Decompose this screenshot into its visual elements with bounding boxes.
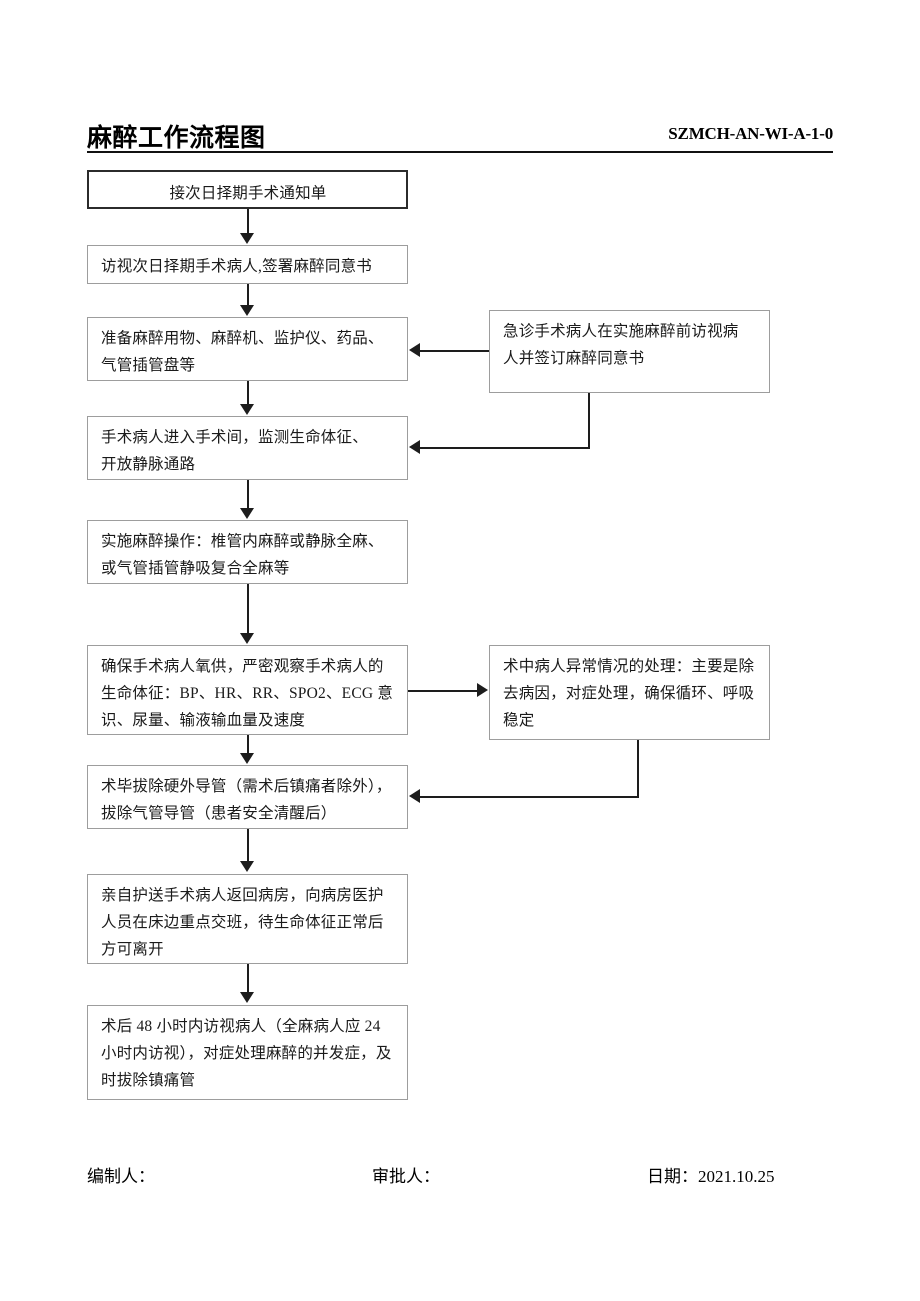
arrowhead-n8-n9 [240, 992, 254, 1003]
node-patient-enters-or: 手术病人进入手术间，监测生命体征、 开放静脉通路 [87, 416, 408, 480]
approved-by-label: 审批人： [372, 1167, 440, 1186]
document-code: SZMCH-AN-WI-A-1-0 [668, 124, 833, 143]
node-prepare-anesthesia-equipment: 准备麻醉用物、麻醉机、监护仪、药品、 气管插管盘等 [87, 317, 408, 381]
date-label: 日期：2021.10.25 [647, 1167, 775, 1186]
connector-intraop-to-catheters-vertical [637, 740, 639, 797]
connector-intraop-to-catheters-horizontal [420, 796, 639, 798]
connector-n8-n9 [247, 964, 249, 993]
node-intraop-abnormal-handling: 术中病人异常情况的处理：主要是除 去病因，对症处理，确保循环、呼吸 稳定 [489, 645, 770, 740]
node-perform-anesthesia: 实施麻醉操作：椎管内麻醉或静脉全麻、 或气管插管静吸复合全麻等 [87, 520, 408, 584]
connector-emergency-to-or-horizontal [420, 447, 590, 449]
connector-n5-n6 [247, 584, 249, 634]
arrowhead-emergency-to-or [409, 440, 420, 454]
node-preop-visit-consent: 访视次日择期手术病人,签署麻醉同意书 [87, 245, 408, 284]
arrowhead-n2-n3 [240, 305, 254, 316]
node-postop-followup-visit: 术后 48 小时内访视病人（全麻病人应 24 小时内访视），对症处理麻醉的并发症… [87, 1005, 408, 1100]
page-title: 麻醉工作流程图 [87, 125, 266, 152]
arrowhead-monitor-to-intraop [477, 683, 488, 697]
arrowhead-n6-n7 [240, 753, 254, 764]
arrowhead-emergency-to-prepare [409, 343, 420, 357]
connector-n1-n2 [247, 209, 249, 234]
node-emergency-surgery-consent: 急诊手术病人在实施麻醉前访视病 人并签订麻醉同意书 [489, 310, 770, 393]
connector-monitor-to-intraop [408, 690, 478, 692]
prepared-by-label: 编制人： [87, 1167, 155, 1186]
document-header: 麻醉工作流程图 SZMCH-AN-WI-A-1-0 [87, 118, 833, 153]
connector-n2-n3 [247, 284, 249, 306]
document-footer: 编制人： 审批人： 日期：2021.10.25 [87, 1162, 847, 1188]
arrowhead-intraop-to-catheters [409, 789, 420, 803]
connector-n4-n5 [247, 480, 249, 509]
node-receive-elective-surgery-notice: 接次日择期手术通知单 [87, 170, 408, 209]
connector-emergency-to-prepare [420, 350, 489, 352]
connector-n7-n8 [247, 829, 249, 862]
node-escort-patient-to-ward: 亲自护送手术病人返回病房，向病房医护 人员在床边重点交班，待生命体征正常后 方可… [87, 874, 408, 964]
arrowhead-n3-n4 [240, 404, 254, 415]
arrowhead-n5-n6 [240, 633, 254, 644]
connector-emergency-to-or-vertical [588, 393, 590, 448]
arrowhead-n4-n5 [240, 508, 254, 519]
node-remove-catheters: 术毕拔除硬外导管（需术后镇痛者除外）， 拔除气管导管（患者安全清醒后） [87, 765, 408, 829]
connector-n6-n7 [247, 735, 249, 754]
arrowhead-n1-n2 [240, 233, 254, 244]
arrowhead-n7-n8 [240, 861, 254, 872]
connector-n3-n4 [247, 381, 249, 405]
header-divider [87, 151, 833, 153]
node-monitor-vital-signs: 确保手术病人氧供，严密观察手术病人的 生命体征：BP、HR、RR、SPO2、EC… [87, 645, 408, 735]
